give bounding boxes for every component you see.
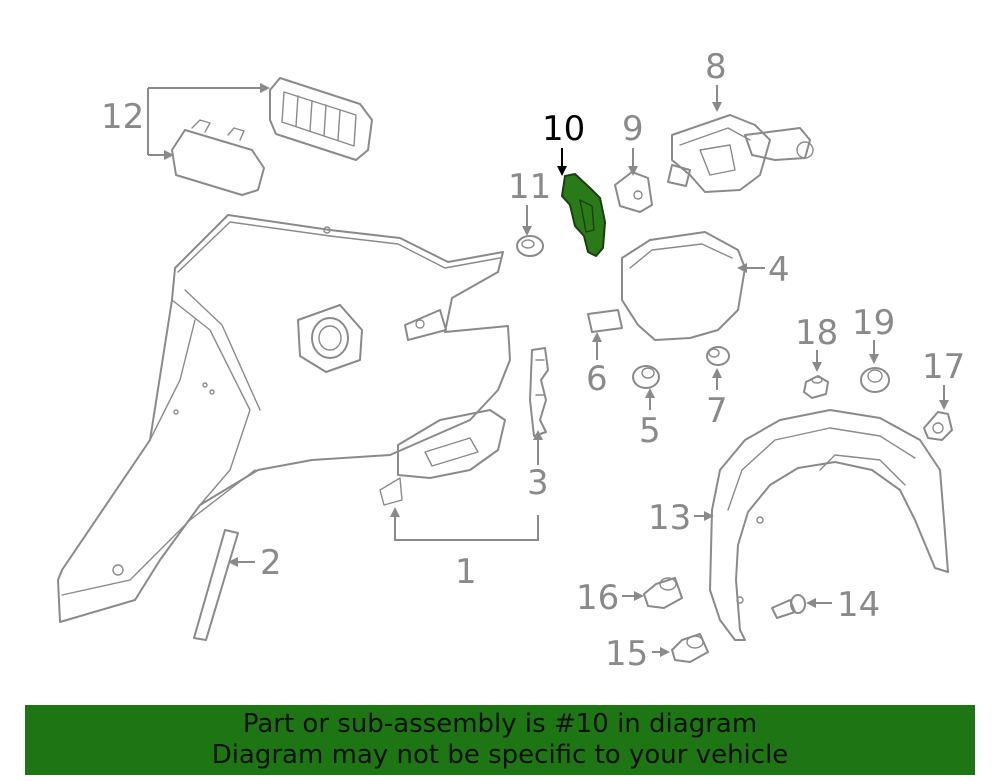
callout-13: 13 [648,498,691,538]
callout-4: 4 [768,250,790,290]
callout-labels: 12 8 10 9 11 4 18 19 17 6 7 5 3 13 2 1 1… [101,47,965,674]
part-15-clip [671,633,709,663]
part-14-screw [771,594,806,619]
part-2-molding [193,529,239,641]
callout-17: 17 [922,347,965,387]
banner-line-1: Part or sub-assembly is #10 in diagram [242,709,758,739]
callout-12: 12 [101,97,144,137]
leader-12 [147,87,262,156]
leader-lines [147,83,949,657]
part-16-clip [643,577,683,609]
part-13-fender-liner [709,409,949,641]
part-12-vent-grille [269,77,373,161]
callout-15: 15 [605,634,648,674]
callout-2: 2 [260,543,282,583]
part-12-vent-cover [171,119,265,196]
part-19-grommet [860,367,890,393]
parts-diagram: 12 8 10 9 11 4 18 19 17 6 7 5 3 13 2 1 1… [57,47,965,674]
part-1-quarter-panel [57,214,511,623]
part-11-grommet [516,235,544,257]
part-4-fuel-door [621,231,746,341]
part-8-actuator [667,114,814,193]
callout-19: 19 [852,303,895,343]
part-3-bracket [529,347,549,437]
callout-18: 18 [795,313,838,353]
callout-10: 10 [542,109,585,149]
part-10-detail [579,199,595,233]
part-18-clip [803,375,829,399]
callout-16: 16 [576,578,619,618]
part-17-nut [923,411,953,441]
callout-3: 3 [527,463,549,503]
callout-14: 14 [837,585,880,625]
callout-1: 1 [455,552,477,592]
info-banner: Part or sub-assembly is #10 in diagram D… [25,705,975,775]
part-6-pad [587,309,623,333]
callout-9: 9 [622,109,644,149]
part-9-clip [614,171,653,213]
banner-line-2: Diagram may not be specific to your vehi… [211,740,789,770]
callout-5: 5 [639,411,661,451]
part-5-grommet [632,365,660,389]
part-7-cushion [706,346,730,366]
leader-1 [394,515,539,541]
callout-7: 7 [706,391,728,431]
callout-6: 6 [586,359,608,399]
callout-11: 11 [508,167,551,207]
callout-8: 8 [705,47,727,87]
